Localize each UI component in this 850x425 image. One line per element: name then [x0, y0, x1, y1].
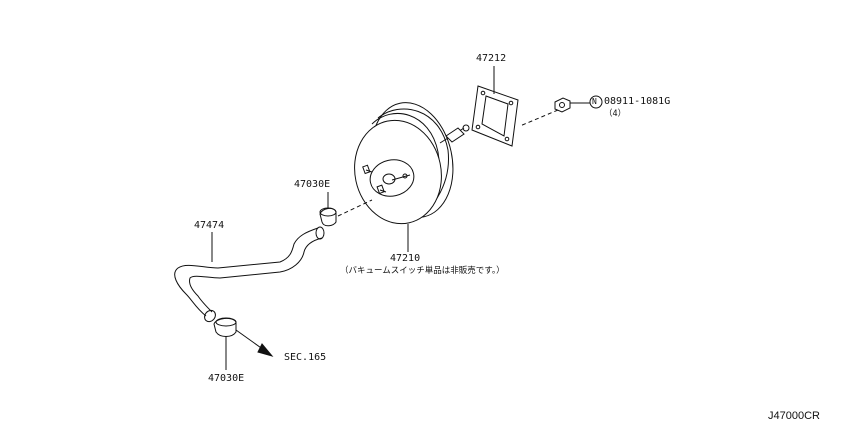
label-section-ref: SEC.165: [284, 352, 327, 363]
diagram-code: J47000CR: [768, 410, 820, 422]
dash-nut: [520, 110, 558, 126]
gasket-47212: [472, 86, 518, 146]
nut-icon: [555, 98, 570, 112]
label-booster-note: （バキュームスイッチ単品は非販売です。）: [340, 266, 505, 276]
clamp-top-icon: [320, 208, 336, 226]
brake-booster-47210: [345, 95, 469, 232]
clamp-bottom-icon: [214, 318, 236, 337]
label-hose: 47474: [194, 220, 225, 231]
label-nut-qty: （4）: [604, 109, 627, 119]
dash-clamp-top: [338, 200, 372, 216]
label-booster: 47210: [390, 253, 421, 264]
label-gasket: 47212: [476, 53, 507, 64]
hose-47474: [175, 227, 324, 324]
label-clamp-top: 47030E: [294, 179, 331, 190]
label-clamp-bottom: 47030E: [208, 373, 245, 384]
arrow-sec-icon: [236, 330, 272, 356]
label-nut-prefix: N: [592, 97, 597, 106]
label-nut-code: 08911-1081G: [604, 96, 671, 107]
n-circle-icon: [590, 96, 602, 108]
